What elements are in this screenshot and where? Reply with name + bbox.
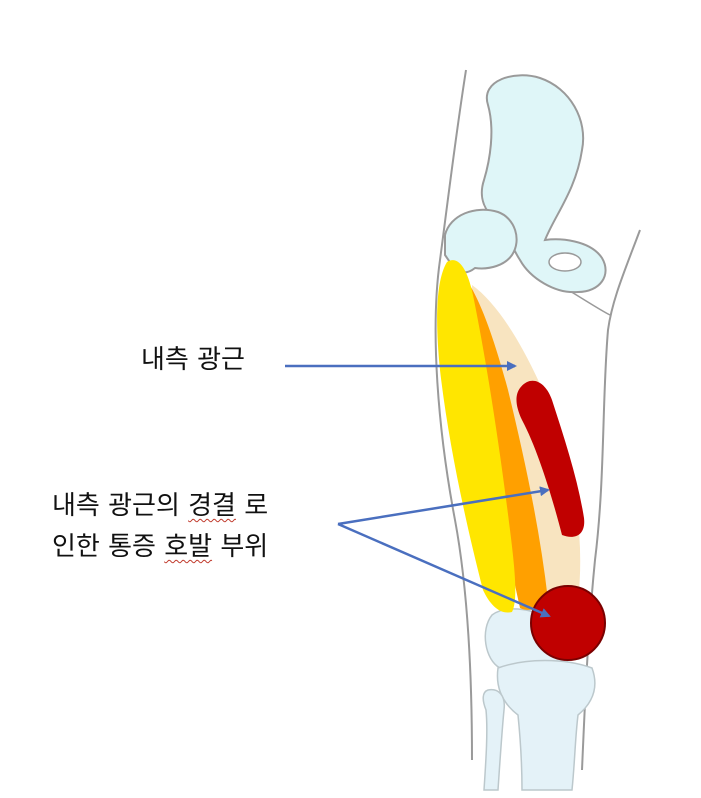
trigger-line1-prefix: 내측 광근의 xyxy=(52,491,189,521)
leg-outline-left xyxy=(434,69,473,761)
trigger-line2-prefix: 인한 통증 xyxy=(52,532,165,562)
arrow-to-trigger-zone xyxy=(337,486,550,526)
trigger-point-label-line1: 내측 광근의 경결 로 xyxy=(52,489,268,523)
trigger-line1-suffix: 로 xyxy=(235,491,269,521)
trigger-line2-suffix: 부위 xyxy=(212,532,269,562)
vastus-medialis-trigger-zone xyxy=(516,380,585,537)
fibula-bone xyxy=(482,688,506,791)
trigger-line1-word: 경결 xyxy=(188,491,236,521)
arrow-to-knee-pain xyxy=(337,522,551,618)
trigger-point-label-line2: 인한 통증 호발 부위 xyxy=(52,530,268,564)
knee-pain-zone xyxy=(530,585,606,661)
vastus-medialis-label: 내측 광근 xyxy=(141,345,245,375)
trigger-line2-word: 호발 xyxy=(164,532,213,562)
obturator-foramen xyxy=(548,252,582,272)
muscle-outer-band xyxy=(437,260,516,613)
tibia-bone xyxy=(496,659,596,791)
